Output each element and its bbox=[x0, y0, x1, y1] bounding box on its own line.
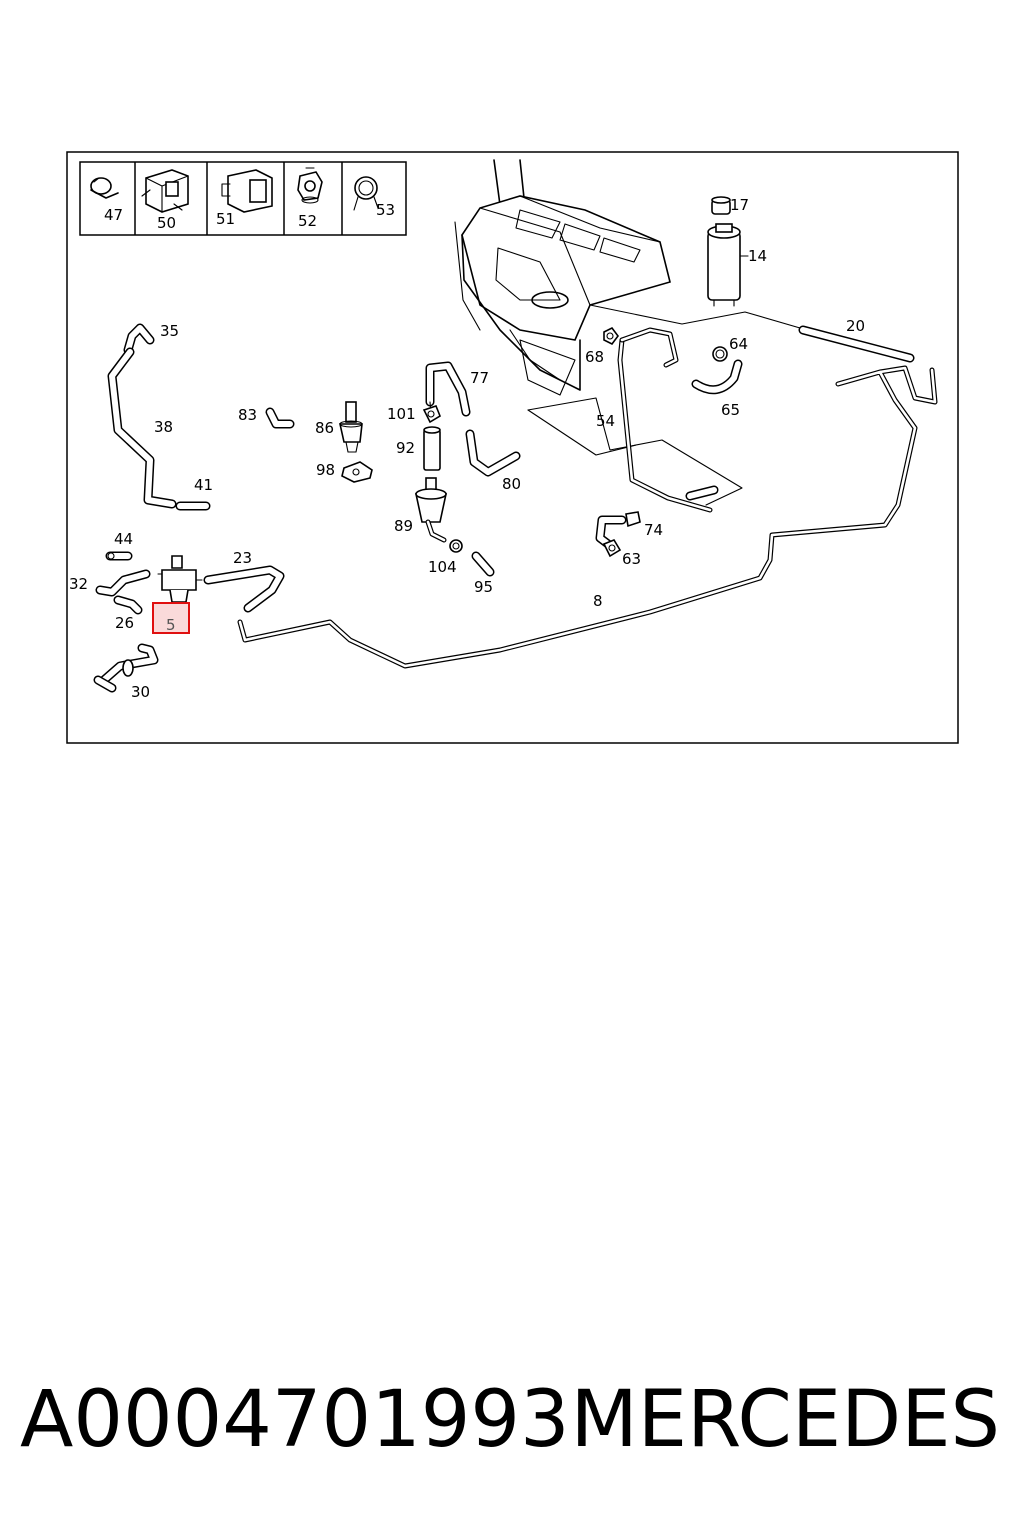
highlight-box-5 bbox=[152, 602, 190, 634]
clip-101-icon bbox=[422, 405, 441, 424]
callout-54: 54 bbox=[596, 412, 615, 430]
callout-5: 5 bbox=[166, 616, 176, 634]
callout-64: 64 bbox=[729, 335, 748, 353]
hose-23 bbox=[203, 565, 285, 613]
valve-86-icon bbox=[339, 401, 363, 453]
callout-8: 8 bbox=[593, 592, 603, 610]
cap-17 bbox=[711, 196, 731, 215]
callout-20: 20 bbox=[846, 317, 865, 335]
callout-41: 41 bbox=[194, 476, 213, 494]
callout-52: 52 bbox=[298, 212, 317, 230]
bracket-50-icon bbox=[141, 169, 189, 213]
clamp-104-icon bbox=[449, 539, 463, 553]
callout-74: 74 bbox=[644, 521, 663, 539]
callout-53: 53 bbox=[376, 201, 395, 219]
grommet-52-icon bbox=[297, 167, 323, 204]
legend-table: 47 50 51 52 53 bbox=[79, 161, 407, 236]
callout-101: 101 bbox=[387, 405, 416, 423]
holder-51-icon bbox=[221, 169, 273, 213]
callout-30: 30 bbox=[131, 683, 150, 701]
callout-104: 104 bbox=[428, 558, 457, 576]
callout-50: 50 bbox=[157, 214, 176, 232]
valve-5-icon bbox=[157, 555, 203, 603]
hose-20 bbox=[798, 325, 915, 363]
callout-26: 26 bbox=[115, 614, 134, 632]
brand-label: MERCEDES bbox=[570, 1375, 1001, 1465]
callout-47: 47 bbox=[104, 206, 123, 224]
callout-92: 92 bbox=[396, 439, 415, 457]
callout-98: 98 bbox=[316, 461, 335, 479]
callout-38: 38 bbox=[154, 418, 173, 436]
hose-35 bbox=[123, 323, 155, 355]
callout-68: 68 bbox=[585, 348, 604, 366]
clamp-53-icon bbox=[353, 176, 379, 211]
callout-63: 63 bbox=[622, 550, 641, 568]
callout-17: 17 bbox=[730, 196, 749, 214]
bracket-98-icon bbox=[341, 461, 373, 483]
callout-23: 23 bbox=[233, 549, 252, 567]
part-number-label: A0004701993 bbox=[20, 1375, 570, 1465]
elbow-26-icon bbox=[113, 595, 143, 615]
callout-89: 89 bbox=[394, 517, 413, 535]
pipe-30 bbox=[93, 643, 159, 693]
carbon-canister-14 bbox=[707, 223, 749, 307]
clip-63-icon bbox=[602, 539, 622, 558]
clip-68-icon bbox=[603, 326, 619, 346]
clamp-64-icon bbox=[712, 346, 728, 362]
diagram-frame bbox=[66, 151, 959, 744]
hose-95 bbox=[471, 551, 495, 577]
callout-65: 65 bbox=[721, 401, 740, 419]
callout-95: 95 bbox=[474, 578, 493, 596]
callout-86: 86 bbox=[315, 419, 334, 437]
hose-80 bbox=[465, 429, 521, 477]
callout-83: 83 bbox=[238, 406, 257, 424]
callout-35: 35 bbox=[160, 322, 179, 340]
hose-74 bbox=[595, 511, 641, 549]
callout-14: 14 bbox=[748, 247, 767, 265]
callout-80: 80 bbox=[502, 475, 521, 493]
nipple-44-icon bbox=[105, 551, 133, 561]
clip-47-icon bbox=[90, 177, 119, 199]
callout-32: 32 bbox=[69, 575, 88, 593]
valve-89-icon bbox=[415, 477, 447, 543]
elbow-83-icon bbox=[265, 407, 295, 429]
vent-line-54 bbox=[617, 327, 719, 513]
callout-44: 44 bbox=[114, 530, 133, 548]
fuel-tank bbox=[454, 159, 801, 506]
fuel-line-8 bbox=[237, 365, 938, 669]
hose-65 bbox=[691, 359, 743, 395]
sleeve-92-icon bbox=[423, 426, 441, 471]
parts-diagram: 47 50 51 52 53 bbox=[66, 151, 959, 744]
callout-51: 51 bbox=[216, 210, 235, 228]
pipe-32 bbox=[95, 569, 151, 597]
hose-38 bbox=[107, 347, 177, 509]
callout-77: 77 bbox=[470, 369, 489, 387]
